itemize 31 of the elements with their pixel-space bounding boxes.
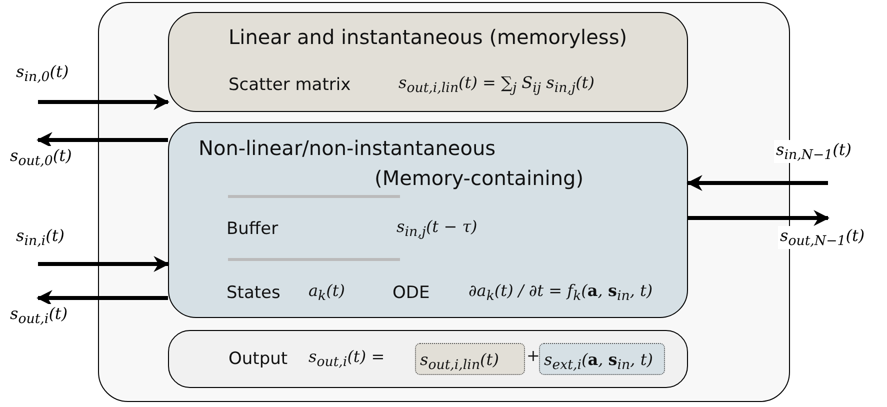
edge-label: s$_{out,i}$(t) <box>8 304 70 328</box>
formula: s$_{ext,i}$(a, s$_{in}$, t) <box>544 350 653 374</box>
formula: ∂a$_{k}$(t) / ∂t = f$_{k}$(a, s$_{in}$, t) <box>468 280 653 304</box>
arrow <box>38 94 170 110</box>
formula: s$_{out,i}$(t) = <box>308 346 385 370</box>
linear-block <box>168 12 688 112</box>
arrow <box>686 175 828 191</box>
block-heading: Non-linear/non-instantaneous (Memory-containing) <box>198 134 584 192</box>
arrow <box>688 210 830 226</box>
formula: a$_{k}$(t) <box>308 280 346 304</box>
nonlinear-block <box>168 122 688 318</box>
formula: s$_{out,i,lin}$(t) = ∑$_{j}$ S$_{ij}$ s$_{in,j}$(t) <box>398 72 594 96</box>
arrow <box>38 256 170 272</box>
text-label: Output <box>228 348 288 368</box>
arrow <box>36 290 168 306</box>
edge-label: s$_{in,0}$(t) <box>14 62 71 86</box>
formula: s$_{out,i,lin}$(t) <box>420 350 499 374</box>
edge-label: s$_{out,N−1}$(t) <box>778 226 867 250</box>
text-label: Buffer <box>226 218 278 238</box>
formula-term-box <box>539 343 665 375</box>
formula: + <box>526 346 540 364</box>
text-label: Scatter matrix <box>228 74 351 94</box>
edge-label: s$_{out,0}$(t) <box>8 146 74 170</box>
block-heading: Linear and instantaneous (memoryless) <box>228 24 628 48</box>
output-block <box>168 330 688 388</box>
formula: s$_{in,j}$(t − τ) <box>396 216 478 240</box>
formula-term-box <box>415 343 525 375</box>
text-label: ODE <box>392 282 430 302</box>
text-label: States <box>226 282 280 302</box>
edge-label: s$_{in,i}$(t) <box>14 226 66 250</box>
arrow <box>36 132 168 148</box>
